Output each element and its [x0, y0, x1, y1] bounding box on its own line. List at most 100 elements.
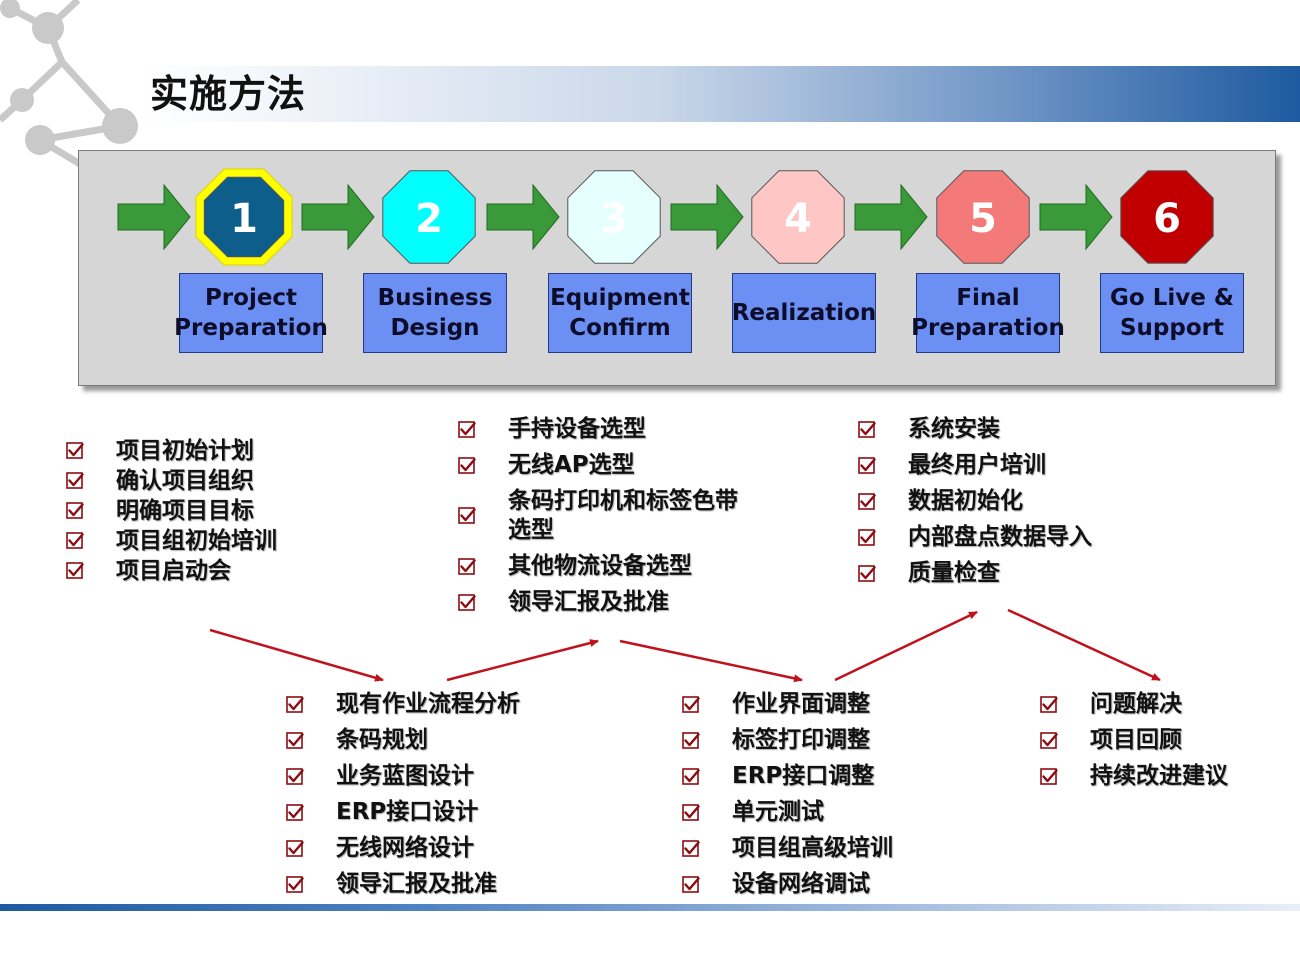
- flow-arrow-icon: [1039, 183, 1113, 251]
- checked-box-icon: [66, 442, 84, 459]
- checked-box-icon: [286, 803, 304, 821]
- task-item-text: 项目回顾: [1090, 727, 1182, 753]
- checked-box-icon: [458, 507, 476, 524]
- task-item: 内部盘点数据导入: [858, 523, 1092, 552]
- task-item: 项目组初始培训: [66, 526, 277, 556]
- phase-label-box: Go Live & Support: [1100, 273, 1244, 353]
- checked-box-icon: [458, 557, 476, 575]
- task-item: 项目回顾: [1040, 726, 1228, 755]
- phase-octagon-3: [567, 170, 661, 264]
- task-item-text: 条码规划: [336, 727, 428, 753]
- task-item: 领导汇报及批准: [458, 588, 738, 617]
- task-list-realization: 作业界面调整标签打印调整 ERP接口调整单元测试项目组高级培训设备网络调试: [682, 690, 893, 906]
- task-item: 作业界面调整: [682, 690, 893, 719]
- phase-octagon-5: [936, 170, 1030, 264]
- task-item-text: 内部盘点数据导入: [908, 524, 1092, 550]
- task-item: 项目组高级培训: [682, 834, 893, 863]
- flow-arrow-icon: [117, 183, 191, 251]
- phase-label-box: Project Preparation: [174, 273, 328, 353]
- phase-label-text: Final Preparation: [911, 285, 1065, 341]
- phase-number-1: 1: [230, 196, 258, 242]
- flow-arrow-icon: [670, 183, 744, 251]
- checked-box-icon: [858, 528, 876, 546]
- task-item: 无线网络设计: [286, 834, 520, 863]
- task-item-text: 最终用户培训: [908, 452, 1046, 478]
- task-item-text: 作业界面调整: [732, 691, 870, 717]
- connector-arrow-icon: [619, 639, 803, 683]
- task-item: 单元测试: [682, 798, 893, 827]
- task-list-equipment-confirm: 手持设备选型无线AP选型条码打印机和标签色带 选型其他物流设备选型领导汇报及批准: [458, 415, 738, 624]
- molecule-decoration: [0, 0, 138, 170]
- checked-box-icon: [458, 456, 476, 474]
- title-bar: [140, 66, 1300, 122]
- phase-label-box: Final Preparation: [911, 273, 1065, 353]
- task-item-text: 项目启动会: [116, 558, 231, 584]
- task-item: 无线AP选型: [458, 451, 738, 480]
- phase-number-4: 4: [784, 196, 812, 242]
- task-item: 设备网络调试: [682, 870, 893, 899]
- task-item: ERP接口设计: [286, 798, 520, 827]
- checked-box-icon: [858, 420, 876, 438]
- task-item-text: 标签打印调整: [732, 727, 870, 753]
- checked-box-icon: [682, 695, 700, 713]
- phase-number-2: 2: [415, 196, 443, 242]
- task-item-text: 领导汇报及批准: [336, 871, 497, 897]
- task-item-text: 项目组高级培训: [732, 835, 893, 861]
- task-item: 条码打印机和标签色带 选型: [458, 487, 738, 545]
- task-item-text: ERP接口设计: [336, 799, 479, 825]
- task-list-go-live-support: 问题解决项目回顾持续改进建议: [1040, 690, 1228, 798]
- connector-arrow-icon: [209, 628, 384, 682]
- task-item-text: 其他物流设备选型: [508, 553, 692, 579]
- task-item: 其他物流设备选型: [458, 552, 738, 581]
- phase-label-text: Project Preparation: [174, 285, 328, 341]
- checked-box-icon: [682, 803, 700, 821]
- task-item-text: 数据初始化: [908, 488, 1023, 514]
- phase-label-text: Business Design: [377, 285, 493, 341]
- checked-box-icon: [1040, 731, 1058, 749]
- task-item-text: 持续改进建议: [1090, 763, 1228, 789]
- phase-label-box: Realization: [732, 273, 876, 353]
- task-item: 质量检查: [858, 559, 1092, 588]
- task-item-text: 项目组初始培训: [116, 528, 277, 554]
- task-item: 确认项目组织: [66, 466, 277, 496]
- checked-box-icon: [286, 875, 304, 893]
- task-item: 项目启动会: [66, 556, 277, 586]
- phase-octagon-4: [751, 170, 845, 264]
- task-item-text: 无线AP选型: [508, 452, 635, 478]
- task-item: 条码规划: [286, 726, 520, 755]
- checked-box-icon: [286, 839, 304, 857]
- checked-box-icon: [66, 472, 84, 489]
- checked-box-icon: [682, 875, 700, 893]
- flow-arrow-icon: [486, 183, 560, 251]
- checked-box-icon: [858, 456, 876, 474]
- checked-box-icon: [286, 695, 304, 713]
- phase-label-text: Equipment Confirm: [550, 285, 690, 341]
- task-item: 项目初始计划: [66, 436, 277, 466]
- task-item: 领导汇报及批准: [286, 870, 520, 899]
- task-item-text: ERP接口调整: [732, 763, 875, 789]
- phase-label-text: Realization: [731, 300, 877, 326]
- footer-bar: [0, 904, 1300, 911]
- task-item-text: 项目初始计划: [116, 438, 254, 464]
- checked-box-icon: [1040, 767, 1058, 785]
- task-item-text: 无线网络设计: [336, 835, 474, 861]
- task-list-final-preparation: 系统安装最终用户培训数据初始化内部盘点数据导入质量检查: [858, 415, 1092, 595]
- task-item-text: 质量检查: [908, 560, 1000, 586]
- checked-box-icon: [286, 731, 304, 749]
- checked-box-icon: [858, 492, 876, 510]
- task-item-text: 问题解决: [1090, 691, 1182, 717]
- task-item-text: 确认项目组织: [116, 468, 254, 494]
- checked-box-icon: [66, 562, 84, 579]
- task-item: 明确项目目标: [66, 496, 277, 526]
- task-item-text: 条码打印机和标签色带 选型: [508, 488, 738, 543]
- task-item: 最终用户培训: [858, 451, 1092, 480]
- flow-arrow-icon: [854, 183, 928, 251]
- checked-box-icon: [858, 564, 876, 582]
- connector-arrow-icon: [834, 610, 978, 682]
- task-item-text: 手持设备选型: [508, 416, 646, 442]
- task-item-text: 系统安装: [908, 416, 1000, 442]
- task-item-text: 业务蓝图设计: [336, 763, 474, 789]
- checked-box-icon: [682, 839, 700, 857]
